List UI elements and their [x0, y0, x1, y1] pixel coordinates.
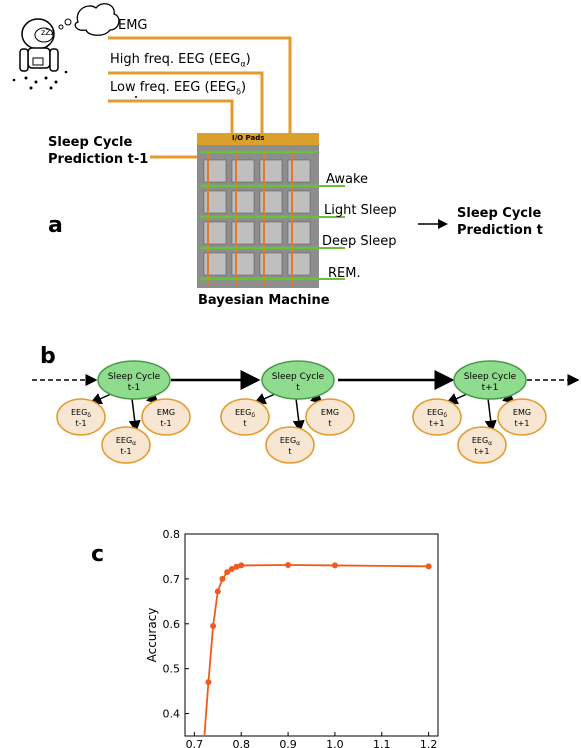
- observation-time-label: t: [288, 447, 291, 456]
- x-tick-label: 0.8: [232, 738, 250, 748]
- x-tick-label: 1.1: [373, 738, 391, 748]
- observation-node: [412, 398, 462, 436]
- output-awake: Awake: [326, 172, 369, 187]
- data-point: [205, 679, 212, 686]
- x-tick-label: 0.9: [279, 738, 297, 748]
- dream-text: zZz: [41, 28, 55, 37]
- observation-label: EEGα: [280, 436, 300, 447]
- observation-node: [101, 426, 151, 464]
- output-arrow: [418, 219, 448, 229]
- data-point: [219, 575, 226, 582]
- sleep-cycle-node: [97, 360, 171, 400]
- y-tick-label: 0.7: [163, 573, 181, 586]
- chip-caption: Bayesian Machine: [198, 293, 330, 308]
- observation-label: EEGα: [472, 436, 492, 447]
- node-time-label: t: [296, 383, 300, 393]
- observation-time-label: t-1: [75, 419, 86, 428]
- x-tick-label: 0.7: [186, 738, 204, 748]
- observation-label: EEGδ: [427, 408, 447, 419]
- output-deep-sleep: Deep Sleep: [322, 234, 397, 249]
- observation-label: EEGδ: [235, 408, 255, 419]
- observation-label: EEGδ: [71, 408, 91, 419]
- y-tick-label: 0.6: [163, 618, 181, 631]
- observation-label: EMG: [513, 408, 531, 417]
- data-point: [238, 562, 245, 569]
- output-light-sleep: Light Sleep: [324, 203, 397, 218]
- input-high-freq-label: High freq. EEG (EEGα): [110, 52, 251, 69]
- observation-time-label: t-1: [160, 419, 171, 428]
- sleep-cycle-node: [453, 360, 527, 400]
- observation-node: [141, 398, 191, 436]
- observation-node: [265, 426, 315, 464]
- thought-cloud-icon: [58, 3, 120, 36]
- sleep-cycle-node: [261, 360, 335, 400]
- data-point: [331, 562, 338, 569]
- data-point: [233, 563, 240, 570]
- node-label: Sleep Cycle: [272, 372, 325, 382]
- x-tick-label: 1.0: [326, 738, 344, 748]
- node-time-label: t-1: [128, 383, 141, 393]
- sleeping-person-icon: [12, 18, 68, 90]
- data-point: [214, 588, 221, 595]
- data-point: [224, 569, 231, 576]
- observation-time-label: t-1: [120, 447, 131, 456]
- x-tick-label: 1.2: [420, 738, 438, 748]
- observation-time-label: t: [243, 419, 246, 428]
- data-point: [425, 563, 432, 570]
- data-point: [210, 623, 217, 630]
- y-tick-label: 0.4: [163, 708, 181, 721]
- output-rem: REM.: [328, 266, 361, 281]
- observation-node: [305, 398, 355, 436]
- next-prediction-label: Sleep Cycle Prediction t: [457, 206, 543, 238]
- observation-label: EMG: [321, 408, 339, 417]
- node-label: Sleep Cycle: [108, 372, 161, 382]
- bayesian-machine-chip: [197, 133, 319, 288]
- accuracy-line: [203, 564, 429, 736]
- observation-label: EEGα: [116, 436, 136, 447]
- y-tick-label: 0.5: [163, 663, 181, 676]
- observation-time-label: t+1: [515, 419, 530, 428]
- observation-node: [56, 398, 106, 436]
- y-tick-label: 0.8: [163, 528, 181, 541]
- output-wires: [318, 185, 345, 280]
- panel-b-letter: b: [40, 344, 56, 369]
- prev-prediction-label: Sleep Cycle Prediction t-1: [48, 135, 149, 167]
- data-point: [285, 561, 292, 568]
- y-axis-label: Accuracy: [145, 608, 159, 663]
- observation-node: [497, 398, 547, 436]
- input-emg-label: EMG: [118, 18, 148, 33]
- observation-time-label: t+1: [475, 447, 490, 456]
- observation-node: [220, 398, 270, 436]
- node-label: Sleep Cycle: [464, 372, 517, 382]
- panel-c-letter: c: [91, 542, 105, 567]
- node-time-label: t+1: [482, 383, 499, 393]
- observation-time-label: t: [328, 419, 331, 428]
- input-low-freq-label: Low freq. EEG (EEGδ): [110, 80, 247, 97]
- observation-node: [457, 426, 507, 464]
- panel-a-letter: a: [48, 213, 63, 238]
- chip-header: I/O Pads: [232, 134, 265, 142]
- observation-label: EMG: [157, 408, 175, 417]
- data-point: [228, 566, 235, 573]
- plot-frame: [184, 533, 439, 737]
- observation-time-label: t+1: [430, 419, 445, 428]
